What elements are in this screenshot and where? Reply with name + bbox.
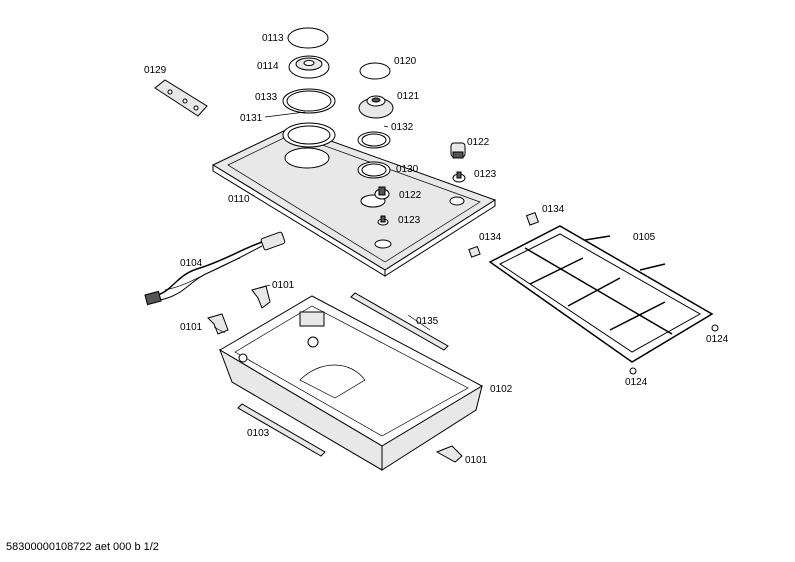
ignition-bar (154, 79, 208, 117)
rubber-foot-b (629, 367, 637, 375)
label-0101-c: 0101 (465, 455, 488, 466)
clip-lower (435, 445, 463, 463)
label-0101-a: 0101 (272, 280, 295, 291)
label-0135: 0135 (416, 316, 439, 327)
base-tray (219, 295, 484, 471)
spark-plug (452, 171, 466, 183)
burner-crown-small (358, 95, 394, 119)
clip-upper (251, 285, 271, 309)
sealing-strip-upper (350, 292, 449, 351)
label-0123-b: 0123 (398, 215, 421, 226)
knob-small (374, 186, 390, 200)
document-footer-code: 58300000108722 aet 000 b 1/2 (6, 541, 159, 553)
rubber-foot-a (711, 324, 719, 332)
label-0131: 0131 (240, 113, 263, 124)
label-0120: 0120 (394, 56, 417, 67)
label-0103: 0103 (247, 428, 270, 439)
label-0122-b: 0122 (399, 190, 422, 201)
clip-left (207, 313, 229, 335)
label-0114: 0114 (257, 61, 279, 72)
label-0130: 0130 (396, 164, 419, 175)
label-0102: 0102 (490, 384, 513, 395)
label-0105: 0105 (633, 232, 656, 243)
sealing-strip-lower (237, 403, 326, 457)
label-0132: 0132 (391, 122, 414, 133)
burner-cap-small (359, 62, 391, 80)
seal-ring-small (357, 131, 391, 149)
label-0110: 0110 (228, 194, 250, 205)
burner-ring-large (282, 122, 336, 148)
hob-top-plate (211, 126, 497, 277)
burner-crown-large (288, 55, 330, 79)
label-0124-a: 0124 (706, 334, 729, 345)
power-cable (144, 231, 286, 306)
label-0124-b: 0124 (625, 377, 648, 388)
leader-lines (213, 111, 431, 334)
label-0129: 0129 (144, 65, 167, 76)
label-0104: 0104 (180, 258, 203, 269)
label-0122-a: 0122 (467, 137, 490, 148)
spark-plug-small (377, 215, 389, 226)
label-0133: 0133 (255, 92, 278, 103)
pan-support-grate (488, 225, 714, 363)
label-0134-a: 0134 (542, 204, 565, 215)
seal-ring-large (282, 88, 336, 114)
label-0121: 0121 (397, 91, 420, 102)
control-knob (450, 142, 466, 159)
grate-foot-b (525, 211, 540, 226)
label-0101-b: 0101 (180, 322, 203, 333)
burner-cap-large (287, 27, 329, 49)
grate-foot-a (468, 245, 481, 258)
label-0134-b: 0134 (479, 232, 502, 243)
label-0113: 0113 (262, 33, 284, 44)
label-0123-a: 0123 (474, 169, 497, 180)
burner-ring-small (357, 161, 391, 179)
